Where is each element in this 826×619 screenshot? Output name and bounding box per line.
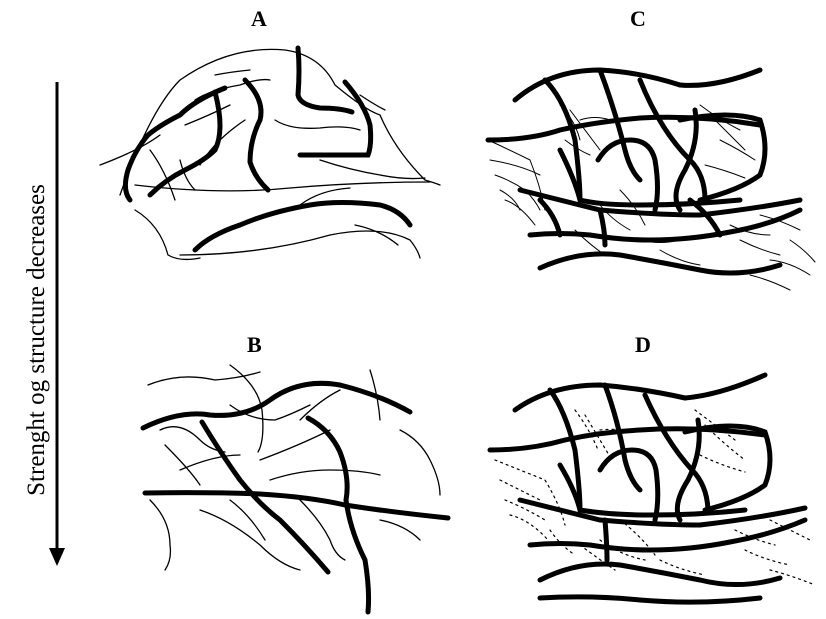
panel-d-diagram [490,375,815,602]
panel-b-diagram [143,365,448,612]
arrowhead-icon [49,548,65,566]
panel-a-diagram [100,48,440,259]
panel-c-diagram [488,70,815,290]
